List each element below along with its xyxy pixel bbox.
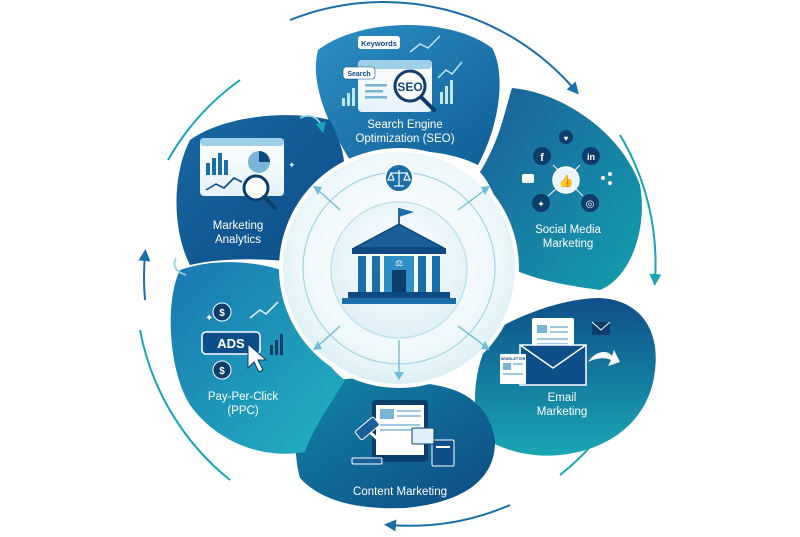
magnifier-icon	[393, 69, 427, 103]
email-label-line1: Email	[548, 392, 577, 404]
social-label-line2: Marketing	[543, 238, 594, 250]
twitter-icon: ✦	[537, 199, 545, 209]
send-arrow-icon	[588, 350, 620, 366]
chat-bubble-icon	[522, 174, 534, 183]
email-label-line2: Marketing	[537, 406, 588, 418]
cursor-icon	[247, 342, 268, 373]
arrow-ppc-to-analytics	[173, 257, 187, 276]
analytics-label-line2: Analytics	[215, 234, 261, 246]
outer-arrow-top	[289, 1, 579, 95]
segment-social-media[interactable]: 👍 f in ♥ ✦ ◎ Social Media Marketing	[480, 88, 642, 290]
content-label: Content Marketing	[353, 486, 447, 498]
sparkle-icon: ✦	[205, 313, 213, 324]
mail-notification-icon	[592, 322, 610, 335]
seo-bar-chart-icon	[342, 88, 355, 106]
scales-of-justice-icon	[387, 170, 411, 187]
segment-seo[interactable]: Keywords Search SEO Search Engine Optimi…	[315, 24, 500, 165]
heart-icon: ♥	[564, 134, 569, 143]
ads-text: ADS	[217, 336, 245, 351]
outer-arrow-bottom	[384, 504, 511, 532]
center-spoke-arrows	[317, 189, 486, 372]
seo-keywords-tag: Keywords	[361, 39, 397, 48]
analytics-magnifier-icon	[242, 174, 270, 202]
seo-badge: SEO	[397, 80, 422, 94]
thumbs-up-icon: 👍	[559, 174, 574, 188]
outer-arrow-upper-left	[167, 79, 241, 161]
seo-label-line1: Search Engine	[367, 119, 442, 131]
arrow-analytics-to-seo	[299, 115, 326, 134]
social-illustration: 👍 f in ♥ ✦ ◎	[522, 130, 612, 212]
courthouse-scales-icon: ⚖	[395, 258, 403, 268]
segment-email[interactable]: NEWSLETTER Email Marketing	[475, 298, 656, 456]
seo-label-line2: Optimization (SEO)	[355, 133, 454, 145]
ppc-label-line1: Pay-Per-Click	[208, 391, 279, 403]
dollar-icon-bottom: $	[219, 366, 225, 377]
inner-petal-arrows	[173, 115, 326, 276]
content-illustration	[351, 400, 455, 467]
analytics-sparkle-icon: ✦	[288, 160, 296, 170]
newsletter-tag: NEWSLETTER	[501, 357, 526, 361]
share-icon	[601, 172, 612, 185]
book-icon	[431, 439, 455, 467]
dollar-icon-top: $	[219, 308, 225, 319]
segment-content-marketing[interactable]: Content Marketing	[295, 377, 496, 509]
outer-arrow-right	[619, 134, 662, 286]
outer-arrow-left	[138, 249, 151, 301]
seo-growth-icon	[437, 61, 463, 104]
facebook-icon: f	[540, 152, 544, 164]
courthouse-icon: ⚖	[342, 208, 456, 304]
seo-illustration: Keywords Search SEO	[342, 35, 463, 112]
seo-trend-icon	[409, 35, 441, 53]
ppc-illustration: $ ADS $ ✦	[201, 301, 283, 380]
instagram-icon: ◎	[586, 199, 595, 210]
email-illustration: NEWSLETTER	[500, 318, 620, 386]
outer-arrow-bottom-left	[139, 329, 231, 481]
center-hub: ⚖	[279, 148, 519, 388]
analytics-line-chart-icon	[205, 177, 243, 191]
analytics-label-line1: Marketing	[213, 220, 264, 232]
linkedin-icon: in	[587, 152, 595, 162]
ads-badge	[201, 331, 261, 355]
analytics-illustration: ✦	[200, 138, 296, 210]
ppc-label-line2: (PPC)	[227, 405, 258, 417]
ppc-bar-chart-icon	[270, 334, 283, 355]
social-label-line1: Social Media	[535, 224, 601, 236]
analytics-bar-chart-icon	[206, 153, 228, 175]
ppc-trend-icon	[249, 301, 279, 319]
gavel-icon	[351, 416, 394, 465]
seo-search-tag: Search	[347, 71, 370, 78]
